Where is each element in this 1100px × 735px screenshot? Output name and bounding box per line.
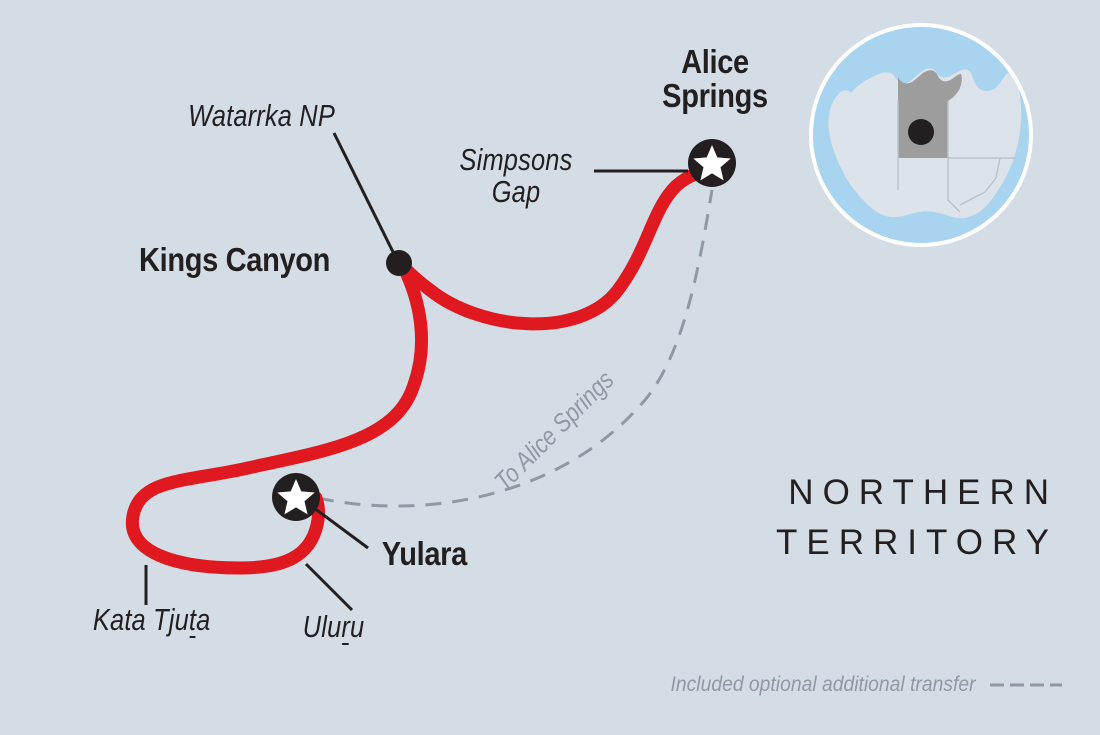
label-kata-tjuta-prefix: Kata Tju: [92, 602, 189, 637]
region-label-northern-territory: NORTHERN TERRITORY: [776, 468, 1058, 567]
label-watarrka-np[interactable]: Watarrka NP: [188, 98, 335, 133]
inset-location-marker: [908, 119, 934, 145]
label-uluru-prefix: Ulu: [302, 609, 342, 644]
leader-line-uluru: [304, 562, 354, 612]
label-alice-springs-line2: Springs: [662, 77, 768, 115]
label-simpsons-gap-line1: Simpsons: [459, 142, 573, 177]
label-simpsons-gap-line2: Gap: [491, 174, 541, 210]
label-kata-tjuta-suffix: a: [196, 602, 211, 637]
label-kata-tjuta-underbar-char: t: [188, 602, 197, 639]
locator-inset-map: [809, 23, 1033, 247]
inset-border-vic: [959, 157, 1001, 206]
route-segment-kings-canyon-to-yulara: [125, 259, 428, 575]
marker-kings-canyon[interactable]: [386, 250, 412, 276]
label-yulara[interactable]: Yulara: [381, 535, 467, 572]
optional-transfer-route: [317, 189, 714, 508]
label-alice-springs[interactable]: Alice Springs: [649, 43, 781, 115]
inset-border-sa: [947, 158, 961, 213]
leader-line-yulara: [309, 503, 369, 550]
region-label-line2: TERRITORY: [776, 522, 1058, 562]
label-simpsons-gap[interactable]: Simpsons Gap: [450, 142, 581, 210]
label-uluru-suffix: u: [350, 609, 365, 644]
legend-dashed-line-swatch: [990, 682, 1062, 688]
map-legend: Included optional additional transfer: [644, 673, 1062, 697]
label-uluru[interactable]: Uluru: [302, 609, 365, 646]
label-kings-canyon[interactable]: Kings Canyon: [139, 241, 331, 278]
leader-line-watarrka: [332, 132, 398, 259]
route-segment-alice-to-kings-canyon: [396, 165, 719, 331]
label-uluru-underbar-char: r: [341, 609, 351, 646]
region-label-line1: NORTHERN: [788, 473, 1058, 512]
marker-yulara[interactable]: [272, 473, 320, 521]
legend-label: Included optional additional transfer: [670, 673, 976, 696]
marker-alice-springs[interactable]: [688, 139, 736, 187]
label-alice-springs-line1: Alice: [681, 43, 749, 80]
label-kata-tjuta[interactable]: Kata Tjuta: [92, 602, 211, 639]
